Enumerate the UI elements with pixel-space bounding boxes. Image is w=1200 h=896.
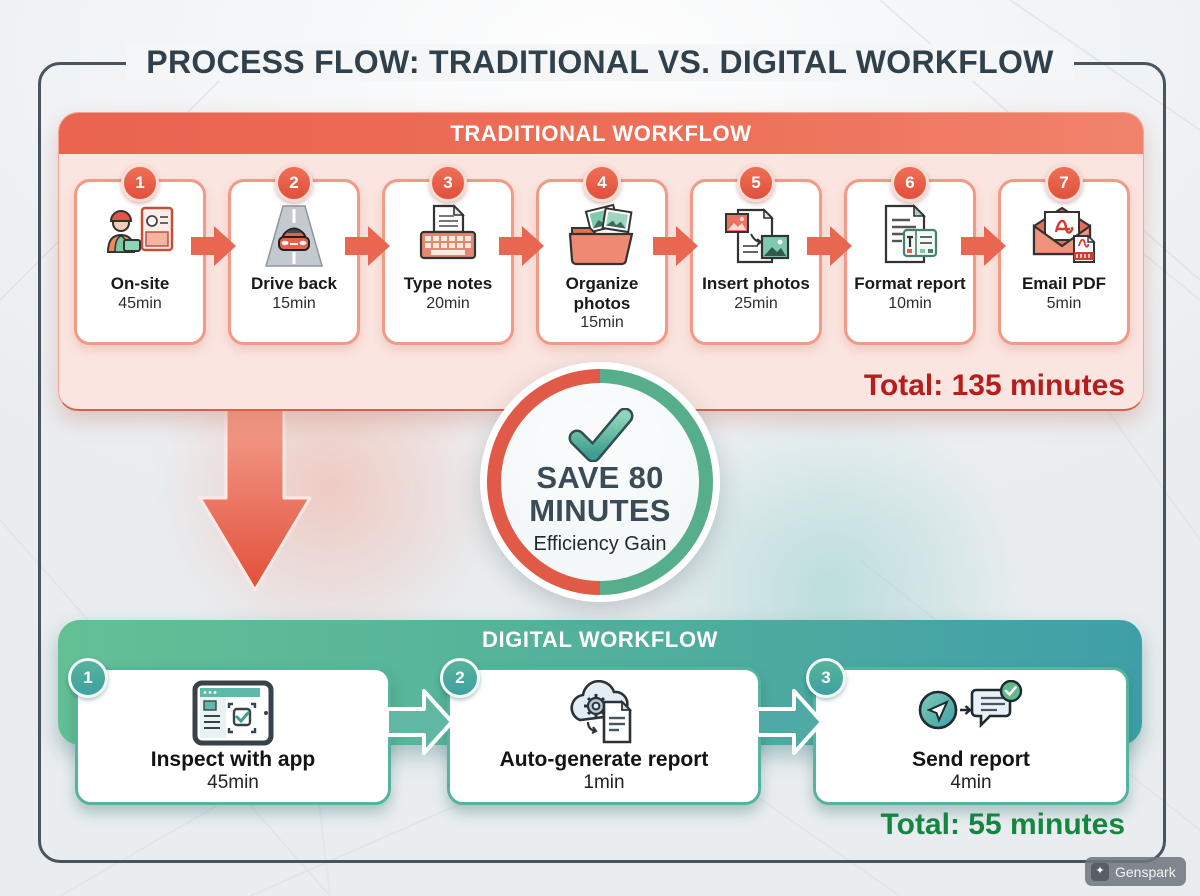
step-label: Insert photos xyxy=(702,274,810,293)
step-number-badge: 3 xyxy=(429,164,467,202)
traditional-step-format: 6 Format xyxy=(844,164,976,345)
insert-photos-icon xyxy=(718,200,794,272)
step-number-badge: 7 xyxy=(1045,164,1083,202)
traditional-header: TRADITIONAL WORKFLOW xyxy=(59,113,1143,154)
traditional-step-insert: 5 Insert photos 25min xyxy=(690,164,822,345)
digital-step-autogenerate: 2 Auto-generate report 1min xyxy=(440,658,761,805)
flow-arrow-icon xyxy=(807,226,852,266)
flow-arrow-icon xyxy=(345,226,390,266)
cloud-generate-icon xyxy=(558,678,650,748)
step-time: 1min xyxy=(583,772,625,794)
traditional-step-type: 3 Type notes 20min xyxy=(382,164,514,345)
step-label: Type notes xyxy=(403,274,493,293)
step-number-badge: 1 xyxy=(68,658,108,698)
step-time: 5min xyxy=(1046,294,1082,312)
step-label: Send report xyxy=(912,748,1030,771)
step-time: 10min xyxy=(888,294,932,312)
step-label: Inspect with app xyxy=(150,748,316,771)
step-time: 15min xyxy=(580,314,624,332)
digital-section: DIGITAL WORKFLOW 1 xyxy=(58,620,1142,805)
car-road-icon xyxy=(256,200,332,272)
traditional-step-email: 7 Email PDF 5min xyxy=(998,164,1130,345)
traditional-total: Total: 135 minutes xyxy=(863,369,1125,402)
step-label: Auto-generate report xyxy=(499,748,709,771)
page-title: PROCESS FLOW: TRADITIONAL VS. DIGITAL WO… xyxy=(0,44,1200,81)
savings-badge: SAVE 80 MINUTES Efficiency Gain xyxy=(480,362,720,602)
savings-line2: MINUTES xyxy=(529,492,671,528)
savings-inner-circle: SAVE 80 MINUTES Efficiency Gain xyxy=(501,383,699,581)
genspark-watermark[interactable]: ✦ Genspark xyxy=(1085,857,1186,886)
step-number-badge: 1 xyxy=(121,164,159,202)
send-report-icon xyxy=(916,678,1026,748)
typewriter-icon xyxy=(410,200,486,272)
step-time: 15min xyxy=(272,294,316,312)
step-time: 25min xyxy=(734,294,778,312)
digital-header: DIGITAL WORKFLOW xyxy=(481,627,719,652)
step-time: 4min xyxy=(950,772,992,794)
down-arrow xyxy=(198,398,312,592)
savings-subtitle: Efficiency Gain xyxy=(533,532,667,555)
traditional-step-onsite: 1 On-site 45min xyxy=(74,164,206,345)
digital-step-inspect: 1 Inspect with app 45m xyxy=(68,658,391,805)
format-report-icon xyxy=(872,200,948,272)
step-number-badge: 3 xyxy=(806,658,846,698)
page-title-text: PROCESS FLOW: TRADITIONAL VS. DIGITAL WO… xyxy=(126,44,1074,81)
tablet-app-icon xyxy=(187,678,279,748)
flow-arrow-icon xyxy=(961,226,1006,266)
step-label: Email PDF xyxy=(1021,274,1107,293)
sparkle-icon: ✦ xyxy=(1091,862,1109,881)
checkmark-icon xyxy=(568,408,634,463)
traditional-section: TRADITIONAL WORKFLOW 1 On-site xyxy=(58,112,1144,411)
step-number-badge: 5 xyxy=(737,164,775,202)
step-time: 45min xyxy=(118,294,162,312)
flow-arrow-icon xyxy=(385,689,454,755)
email-pdf-icon xyxy=(1026,200,1102,272)
traditional-step-drive: 2 Drive back 15min xyxy=(228,164,360,345)
flow-arrow-icon xyxy=(755,689,824,755)
digital-total: Total: 55 minutes xyxy=(880,808,1125,841)
step-number-badge: 6 xyxy=(891,164,929,202)
folder-photos-icon xyxy=(564,200,640,272)
step-number-badge: 2 xyxy=(440,658,480,698)
savings-line1: SAVE 80 xyxy=(536,460,664,496)
step-number-badge: 4 xyxy=(583,164,621,202)
step-label: On-site xyxy=(110,274,170,293)
step-label: Drive back xyxy=(251,274,337,293)
digital-step-send: 3 Send report 4m xyxy=(806,658,1129,805)
step-time: 20min xyxy=(426,294,470,312)
step-number-badge: 2 xyxy=(275,164,313,202)
step-time: 45min xyxy=(207,772,259,794)
flow-arrow-icon xyxy=(499,226,544,266)
step-label: Format report xyxy=(854,274,966,293)
flow-arrow-icon xyxy=(653,226,698,266)
traditional-step-organize: 4 Org xyxy=(536,164,668,345)
watermark-label: Genspark xyxy=(1115,863,1176,880)
step-label: Organize photos xyxy=(565,274,639,313)
flow-arrow-icon xyxy=(191,226,236,266)
traditional-header-label: TRADITIONAL WORKFLOW xyxy=(450,120,752,146)
worker-icon xyxy=(102,200,178,272)
